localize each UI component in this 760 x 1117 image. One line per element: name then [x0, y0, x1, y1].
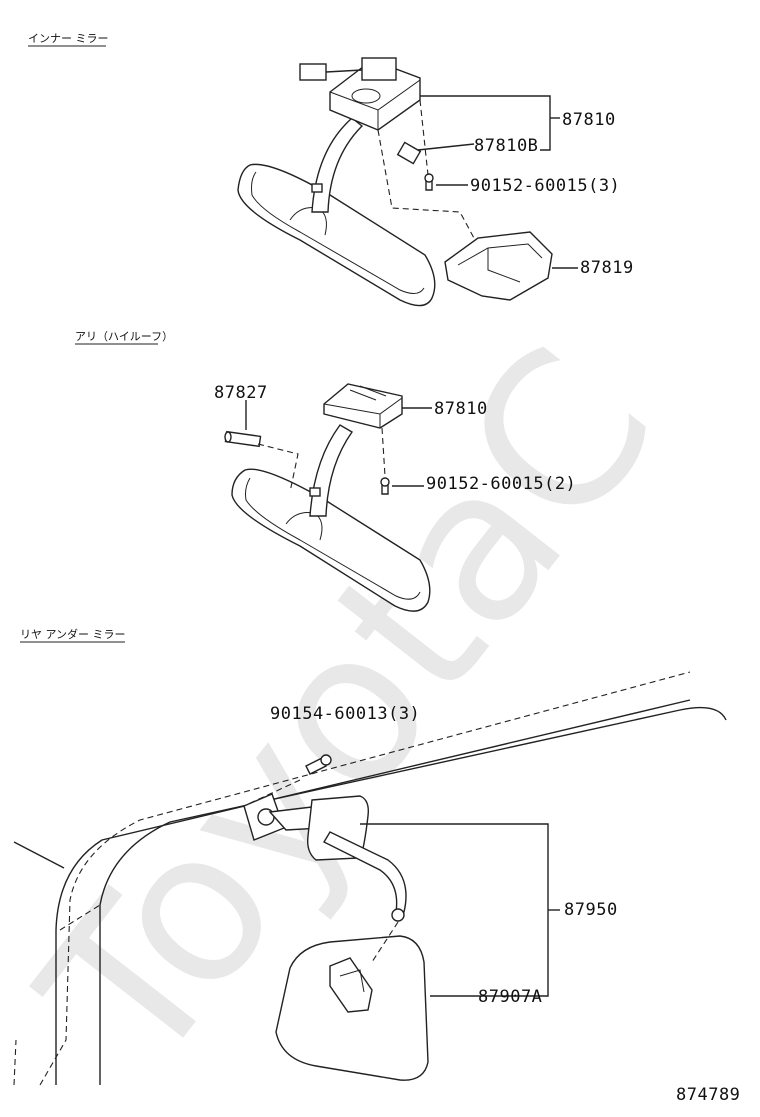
part-number-87907A: 87907A — [478, 987, 542, 1007]
diagram-id: 874789 — [676, 1085, 740, 1105]
rear-under-mirror-assembly — [13, 671, 727, 1086]
section-label-rear-under-mirror: リヤ アンダー ミラー — [20, 627, 126, 641]
part-number-90152-60015-2: 90152-60015(2) — [426, 474, 576, 494]
part-number-90152-60015-3: 90152-60015(3) — [470, 176, 620, 196]
part-number-87827: 87827 — [214, 383, 268, 403]
part-number-87810-high-roof: 87810 — [434, 399, 488, 419]
section-label-inner-mirror: インナー ミラー — [28, 32, 109, 45]
part-number-87810B: 87810B — [474, 136, 538, 156]
section-label-high-roof: アリ（ハイルーフ） — [75, 330, 173, 343]
part-number-87950: 87950 — [564, 900, 618, 920]
part-number-87810: 87810 — [562, 110, 616, 130]
part-number-90154-60013-3: 90154-60013(3) — [270, 704, 420, 724]
part-number-87819: 87819 — [580, 258, 634, 278]
inner-mirror-assembly — [237, 57, 578, 307]
high-roof-mirror-assembly — [224, 383, 432, 612]
